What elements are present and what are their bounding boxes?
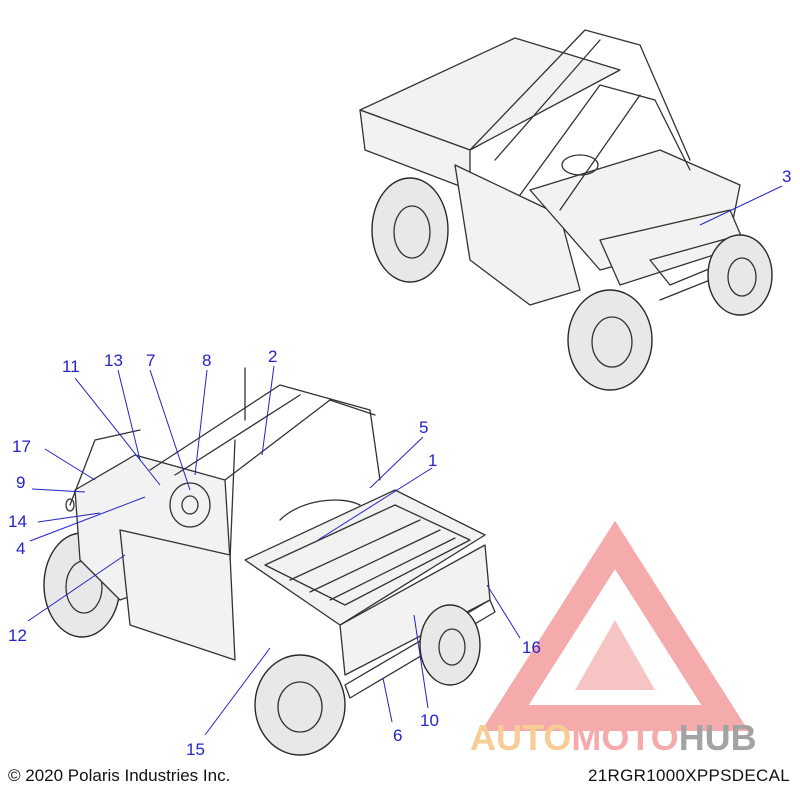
- callout-9: 9: [16, 473, 25, 492]
- callout-4: 4: [16, 539, 25, 558]
- watermark-inner-mark-icon: [575, 620, 655, 690]
- vehicle-front-view-illustration: [359, 29, 773, 391]
- watermark-word-moto: MOTO: [571, 717, 678, 758]
- callout-5: 5: [419, 418, 428, 437]
- callout-3: 3: [782, 167, 791, 186]
- callout-13: 13: [104, 351, 123, 370]
- automotohub-watermark: AUTOMOTOHUB: [470, 520, 757, 758]
- diagram-part-code: 21RGR1000XPPSDECAL: [588, 766, 790, 785]
- callout-14: 14: [8, 512, 27, 531]
- callout-labels: 1 2 3 4 5 6 7 8 9 10 11 12 13 14 15 16 1…: [8, 167, 791, 759]
- leader-lines: [27, 185, 783, 736]
- vehicle-rear-view-illustration: [43, 367, 496, 756]
- watermark-word-hub: HUB: [679, 717, 757, 758]
- callout-15: 15: [186, 740, 205, 759]
- callout-11: 11: [62, 357, 80, 376]
- copyright-notice: © 2020 Polaris Industries Inc.: [8, 766, 231, 785]
- callout-10: 10: [420, 711, 439, 730]
- callout-12: 12: [8, 626, 27, 645]
- callout-16: 16: [522, 638, 541, 657]
- callout-2: 2: [268, 347, 277, 366]
- callout-1: 1: [428, 451, 437, 470]
- callout-7: 7: [146, 351, 155, 370]
- callout-17: 17: [12, 437, 31, 456]
- watermark-text: AUTOMOTOHUB: [470, 717, 757, 758]
- watermark-triangle-icon: [481, 520, 749, 731]
- callout-8: 8: [202, 351, 211, 370]
- callout-6: 6: [393, 726, 402, 745]
- watermark-word-auto: AUTO: [470, 717, 571, 758]
